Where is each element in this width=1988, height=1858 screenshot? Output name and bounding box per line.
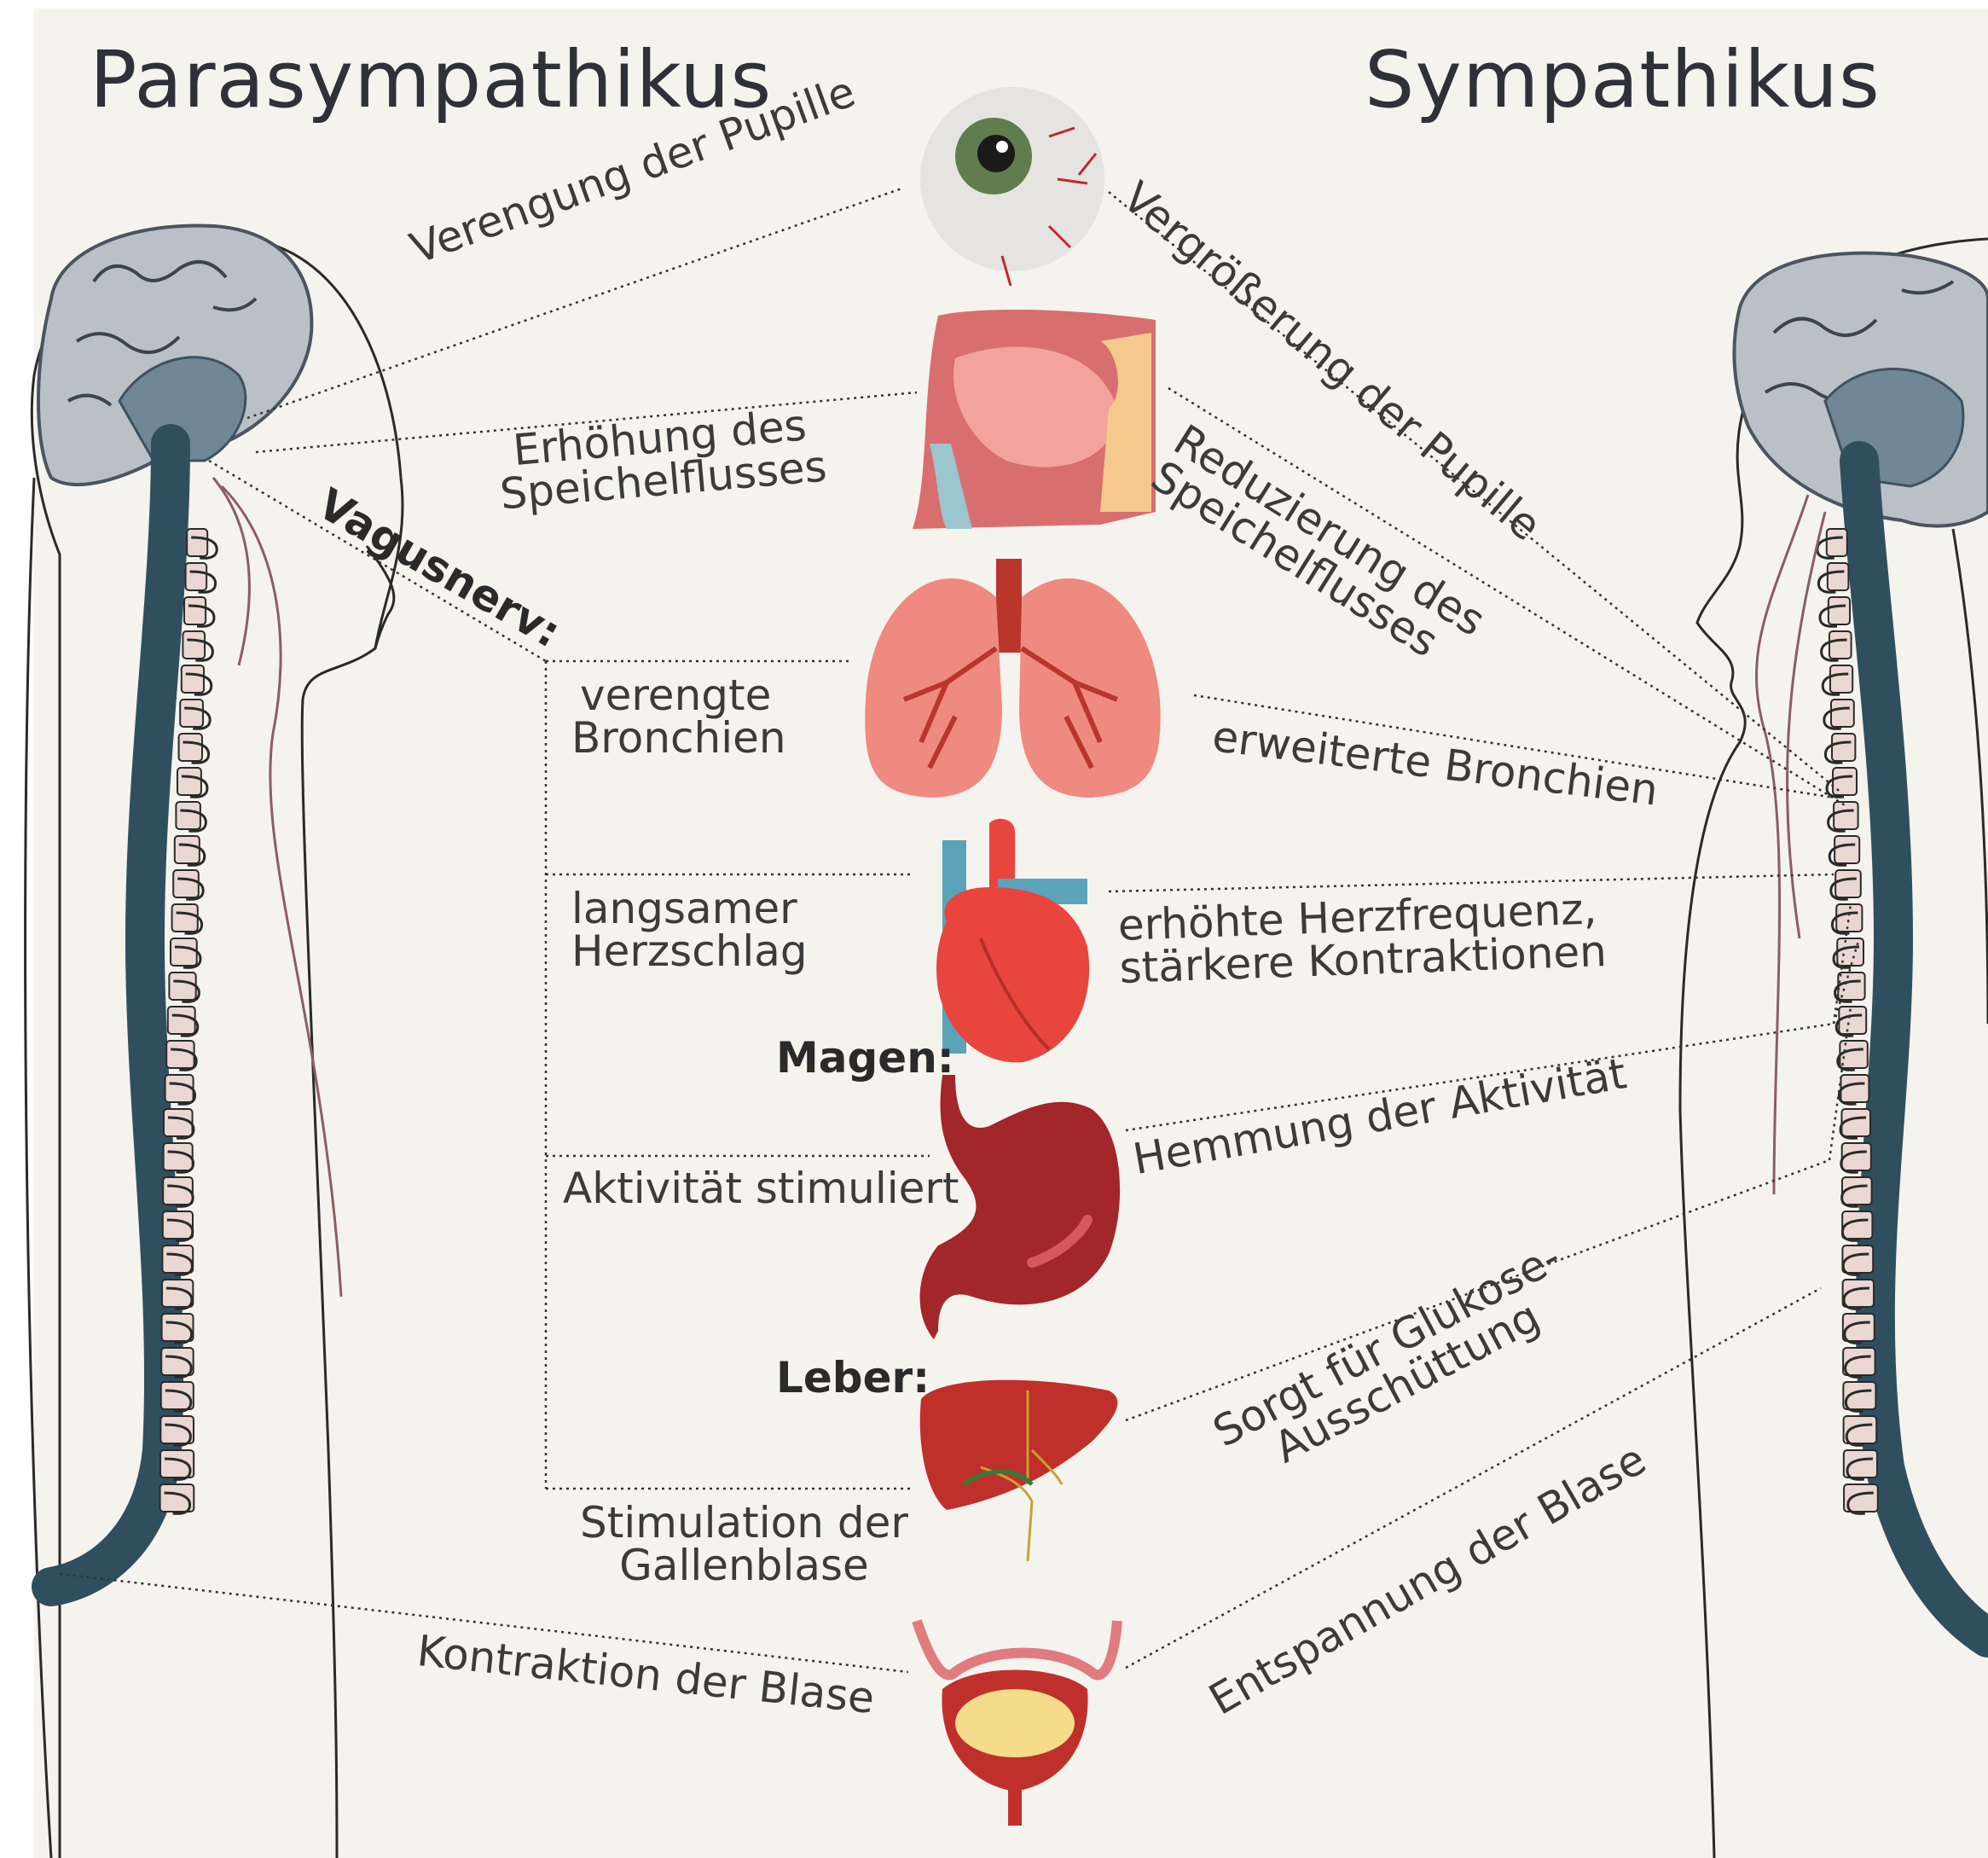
left-vertebra	[176, 802, 200, 829]
left-vertebra	[179, 734, 202, 761]
left-vertebra	[166, 1041, 194, 1068]
label-para-gall-line1: Stimulation der	[580, 1501, 908, 1544]
left-vertebra	[169, 973, 195, 1000]
right-vertebra	[1837, 938, 1863, 966]
label-leber: Leber:	[776, 1356, 930, 1399]
left-vertebra	[175, 836, 200, 863]
urethra	[1008, 1787, 1022, 1826]
right-vertebra	[1827, 529, 1847, 556]
left-vertebra	[180, 700, 203, 727]
bladder-urine	[955, 1689, 1075, 1757]
left-vertebra	[186, 563, 207, 590]
right-vertebra	[1828, 563, 1849, 590]
title-parasympathikus: Parasympathikus	[90, 41, 772, 119]
right-vertebra	[1840, 1041, 1867, 1068]
label-para-heart-line2: Herzschlag	[571, 930, 808, 973]
mouth-organ	[913, 310, 1156, 529]
title-sympathikus: Sympathikus	[1365, 41, 1881, 119]
right-vertebra	[1840, 1075, 1869, 1102]
left-vertebra	[183, 631, 205, 659]
eye-highlight	[996, 141, 1008, 153]
left-vertebra	[177, 768, 201, 795]
label-para-heart: langsamer Herzschlag	[571, 887, 808, 973]
aorta	[989, 819, 1015, 887]
left-vertebra	[165, 1075, 194, 1102]
right-vertebra	[1841, 1109, 1870, 1136]
label-para-heart-line1: langsamer	[571, 887, 808, 930]
left-vertebra	[182, 665, 204, 693]
left-vertebra	[184, 597, 206, 624]
left-vertebra	[173, 870, 199, 897]
eye-pupil	[977, 135, 1015, 172]
label-symp-heart: erhöhte Herzfrequenz, stärkere Kontrakti…	[1117, 887, 1608, 990]
left-vertebra	[168, 1007, 195, 1034]
right-vertebra	[1829, 597, 1850, 624]
label-para-gall-line2: Gallenblase	[580, 1544, 908, 1587]
right-vertebra	[1830, 665, 1852, 693]
label-magen: Magen:	[776, 1036, 954, 1079]
right-vertebra	[1832, 734, 1855, 761]
label-para-stomach: Aktivität stimuliert	[563, 1167, 959, 1210]
label-para-gallbladder: Stimulation der Gallenblase	[580, 1501, 908, 1587]
right-vertebra	[1833, 768, 1857, 795]
right-vertebra	[1831, 700, 1854, 727]
left-vertebra	[171, 938, 197, 966]
right-vertebra	[1829, 631, 1852, 659]
label-para-bronchi-line1: verengte	[571, 674, 786, 717]
left-vertebra	[172, 904, 198, 932]
label-para-bronchi-line2: Bronchien	[571, 717, 786, 759]
right-vertebra	[1835, 870, 1861, 897]
left-vertebra	[187, 529, 207, 556]
left-vertebra	[164, 1109, 193, 1136]
right-vertebra	[1834, 836, 1859, 863]
right-vertebra	[1839, 1007, 1866, 1034]
label-para-bronchi: verengte Bronchien	[571, 674, 786, 759]
right-vertebra	[1834, 802, 1858, 829]
trachea	[996, 559, 1022, 653]
